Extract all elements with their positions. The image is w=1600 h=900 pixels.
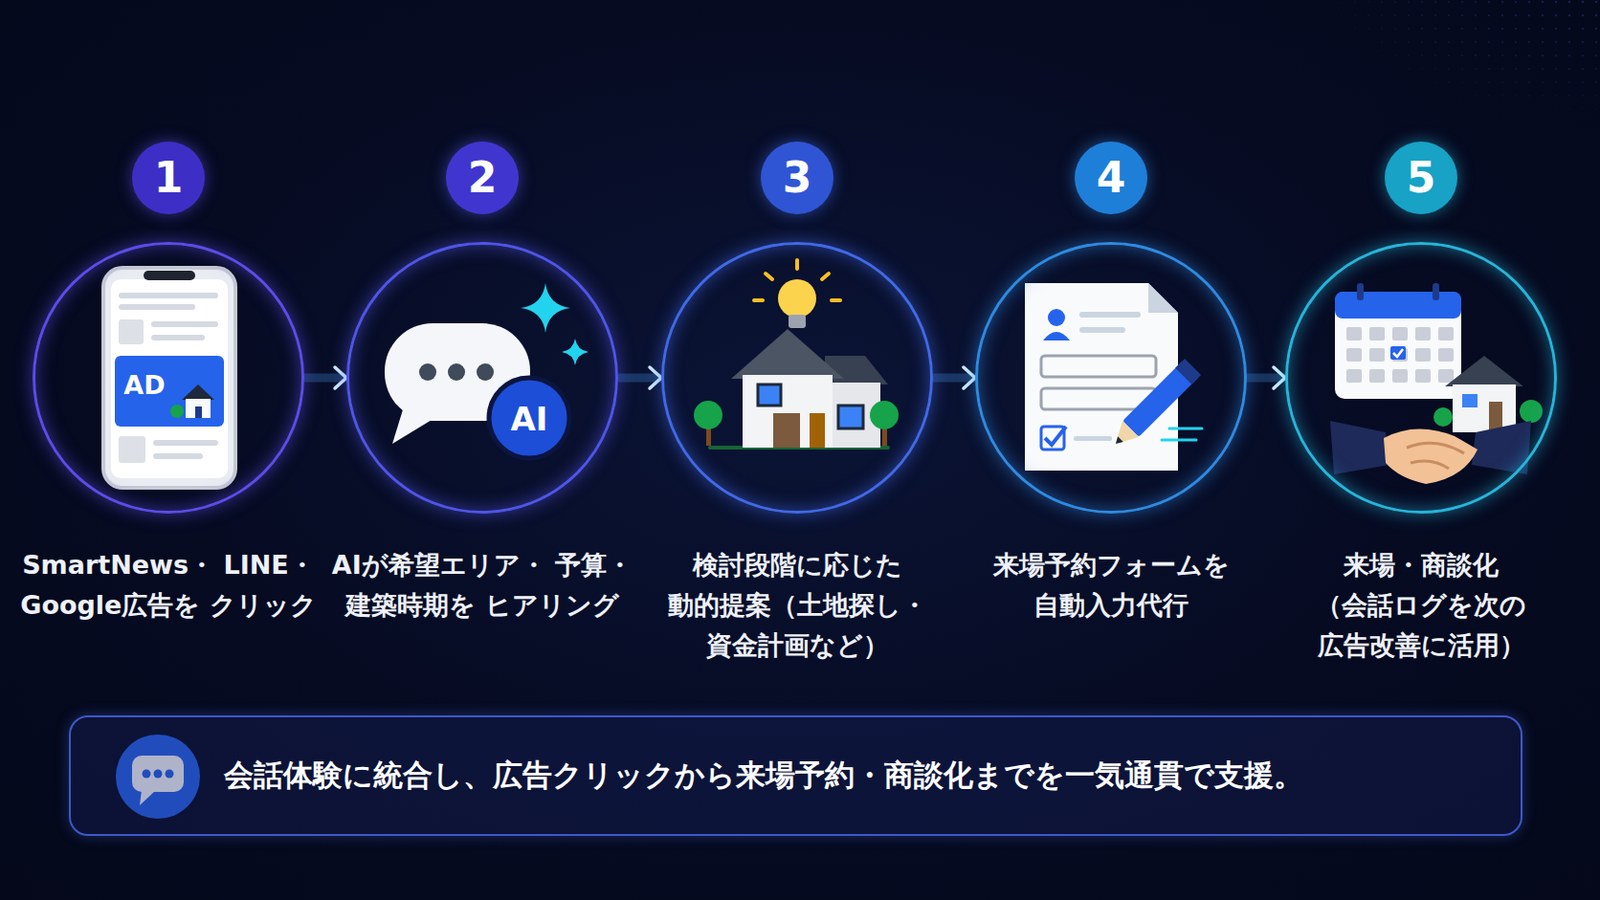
step-number: 3 [760, 141, 834, 215]
arrow-glow [304, 374, 347, 383]
flow-arrow [933, 367, 976, 389]
icon-label: AD [123, 370, 165, 400]
arrow-line [1246, 376, 1284, 380]
arrow-glow [933, 374, 976, 383]
form-pencil-icon [1024, 283, 1202, 471]
arrow-glow [618, 374, 662, 383]
step-caption: SmartNews・ LINE・Google広告を クリック [15, 545, 322, 626]
arrow-head [963, 367, 976, 389]
flow-arrow [1246, 367, 1286, 389]
step-circle: 2AIが希望エリア・ 予算・建築時期を ヒアリング [346, 242, 619, 514]
arrow-line [933, 376, 974, 380]
arrow-line [304, 376, 345, 380]
arrow-head [649, 367, 662, 389]
arrow-head [334, 367, 347, 389]
step-number: 4 [1074, 141, 1148, 215]
step-number: 5 [1384, 141, 1458, 215]
phone-icon [103, 267, 236, 489]
step-caption: 来場予約フォームを 自動入力代行 [957, 545, 1265, 626]
step-caption: 検討段階に応じた 動的提案（土地探し・ 資金計画など） [644, 545, 951, 667]
arrow-head [1273, 367, 1286, 389]
dot-texture [1100, 0, 1600, 211]
step-number: 2 [445, 141, 519, 215]
step-circle: 4来場予約フォームを 自動入力代行 [975, 242, 1247, 514]
calendar-handshake-icon [1330, 283, 1543, 485]
step-caption: 来場・商談化 （会話ログを次の 広告改善に活用） [1267, 545, 1575, 667]
step-circle: 5来場・商談化 （会話ログを次の 広告改善に活用） [1285, 242, 1557, 514]
flow-arrow [304, 367, 347, 389]
step-caption: AIが希望エリア・ 予算・建築時期を ヒアリング [329, 545, 636, 626]
flow-arrow [618, 367, 662, 389]
arrow-line [618, 376, 660, 380]
chat-ai-icon [384, 283, 589, 459]
step-circle: 3検討段階に応じた 動的提案（土地探し・ 資金計画など） [661, 242, 934, 514]
banner-text: 会話体験に統合し、広告クリックから来場予約・商談化までを一気通貫で支援。 [223, 755, 1304, 797]
step-number: 1 [132, 141, 205, 215]
step-circle: 1SmartNews・ LINE・Google広告を クリック [32, 242, 305, 514]
icon-label: AI [511, 400, 549, 439]
house-bulb-icon [693, 260, 899, 450]
summary-banner: 会話体験に統合し、広告クリックから来場予約・商談化までを一気通貫で支援。 [68, 715, 1523, 837]
